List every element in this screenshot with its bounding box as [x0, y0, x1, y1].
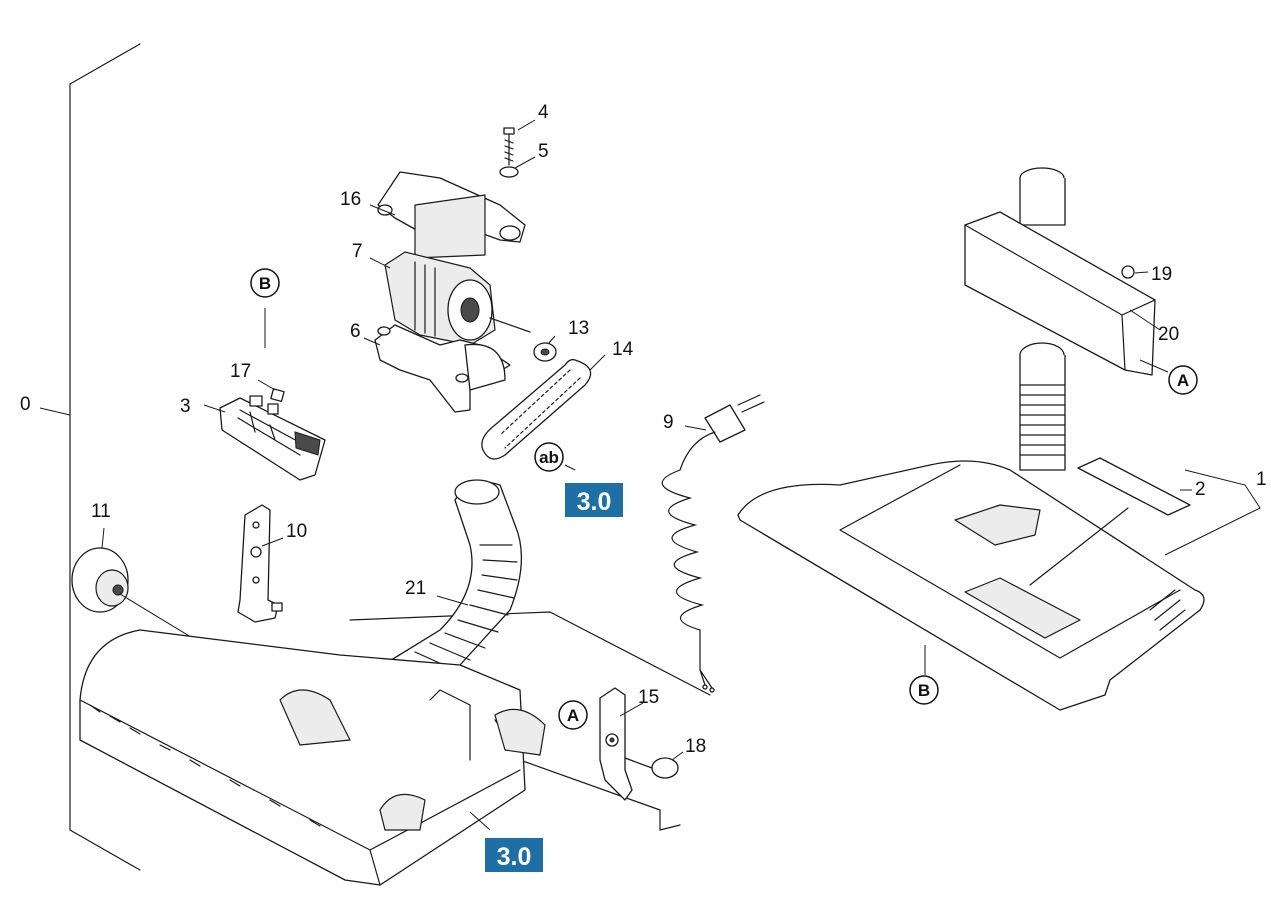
power-cord: [661, 394, 765, 693]
section-ref-belt[interactable]: 3.0: [565, 483, 623, 517]
washer: [499, 166, 519, 178]
filter-pad: [1029, 457, 1191, 586]
part-label-15: 15: [638, 687, 659, 708]
svg-text:B: B: [259, 274, 271, 293]
part-label-19: 19: [1151, 264, 1172, 285]
svg-text:A: A: [1177, 371, 1189, 390]
reference-marker-b-top: B: [250, 268, 280, 298]
thumb-screw: [624, 757, 679, 779]
wheel: [71, 547, 129, 613]
section-ref-housing[interactable]: 3.0: [485, 838, 543, 872]
nozzle-connector: [964, 167, 1156, 376]
part-label-16: 16: [340, 189, 361, 210]
part-label-21: 21: [405, 578, 426, 599]
bracket: [237, 504, 283, 623]
svg-text:B: B: [918, 681, 930, 700]
pulley: [533, 342, 557, 362]
part-label-18: 18: [685, 736, 706, 757]
screw: [503, 127, 515, 166]
part-label-7: 7: [352, 241, 363, 262]
reference-marker-ab: ab: [534, 442, 564, 472]
floor-nozzle: [737, 460, 1205, 711]
sensor-block: [270, 388, 285, 403]
reference-marker-a-top: A: [1168, 365, 1198, 395]
part-label-20: 20: [1158, 324, 1179, 345]
part-label-0: 0: [20, 394, 31, 415]
svg-text:ab: ab: [539, 448, 559, 467]
leader-lines: [101, 119, 1192, 831]
svg-text:3.0: 3.0: [577, 488, 612, 516]
part-label-3: 3: [180, 396, 191, 417]
svg-text:A: A: [567, 706, 579, 725]
part-label-10: 10: [286, 521, 307, 542]
part-label-17: 17: [230, 361, 251, 382]
nozzle-hose: [1019, 342, 1066, 471]
motor-holder-bottom: [374, 324, 511, 413]
part-label-6: 6: [350, 321, 361, 342]
part-label-2: 2: [1195, 479, 1206, 500]
drive-belt: [481, 358, 592, 460]
part-label-11: 11: [91, 501, 111, 522]
part-label-5: 5: [538, 141, 549, 162]
motor: [384, 251, 531, 346]
part-label-14: 14: [612, 339, 634, 360]
frame-lines: [39, 43, 711, 871]
part-label-13: 13: [568, 318, 589, 339]
reference-marker-a-bottom: A: [558, 700, 588, 730]
lever: [599, 687, 633, 801]
reference-marker-b-bottom: B: [909, 675, 939, 705]
part-label-1: 1: [1256, 469, 1267, 490]
part-label-4: 4: [538, 102, 549, 123]
base-housing: [79, 629, 546, 886]
motor-holder-top: [377, 171, 526, 259]
circuit-board: [219, 395, 326, 481]
small-nut: [1121, 265, 1135, 279]
part-label-9: 9: [663, 412, 674, 433]
part-labels: 0 1 2 3 4 5 6 7 9 10 11 13 14 15 16 17 1…: [20, 102, 1267, 757]
svg-text:3.0: 3.0: [497, 843, 532, 871]
